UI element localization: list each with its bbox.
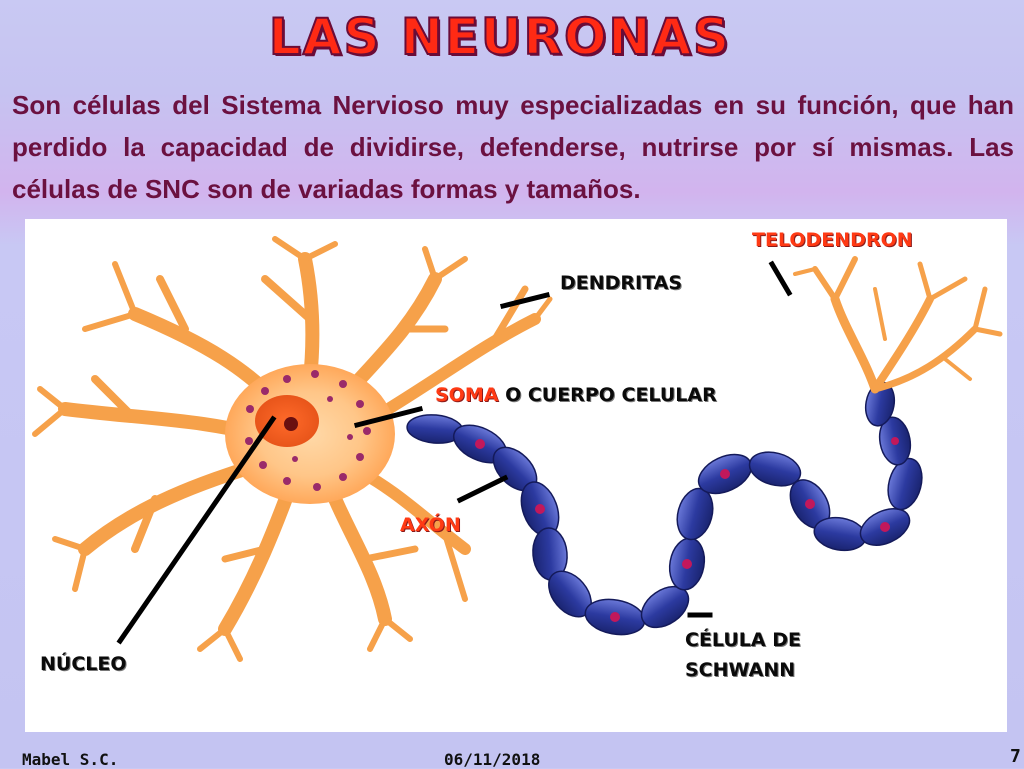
- telodendron-branches: [793, 256, 1003, 394]
- nucleolus: [284, 417, 298, 431]
- footer-author: Mabel S.C.: [22, 750, 119, 769]
- schwann-nuclei: [475, 437, 899, 622]
- label-schwann-line2: SCHWANN: [685, 659, 796, 681]
- label-nucleo: NÚCLEO: [40, 653, 127, 675]
- axon-segments: [406, 381, 923, 636]
- footer-page-number: 7: [1010, 746, 1021, 767]
- neuron-illustration: [32, 236, 1003, 662]
- slide-title: LAS NEURONAS: [268, 7, 732, 67]
- label-cuerpo-celular: O CUERPO CELULAR: [498, 384, 717, 406]
- pointer-lines: [116, 260, 793, 645]
- neuron-diagram: TELODENDRON DENDRITAS SOMA O CUERPO CELU…: [25, 219, 1007, 732]
- soma-granules: [245, 370, 371, 491]
- label-soma: SOMA O CUERPO CELULAR: [435, 384, 717, 406]
- label-dendritas: DENDRITAS: [560, 272, 682, 294]
- intro-paragraph: Son células del Sistema Nervioso muy esp…: [12, 90, 1014, 204]
- label-soma-word: SOMA: [435, 384, 499, 406]
- label-schwann-line1: CÉLULA DE: [685, 629, 801, 651]
- footer-date: 06/11/2018: [444, 750, 541, 769]
- label-telodendron: TELODENDRON: [752, 229, 913, 251]
- label-axon: AXÓN: [400, 514, 461, 536]
